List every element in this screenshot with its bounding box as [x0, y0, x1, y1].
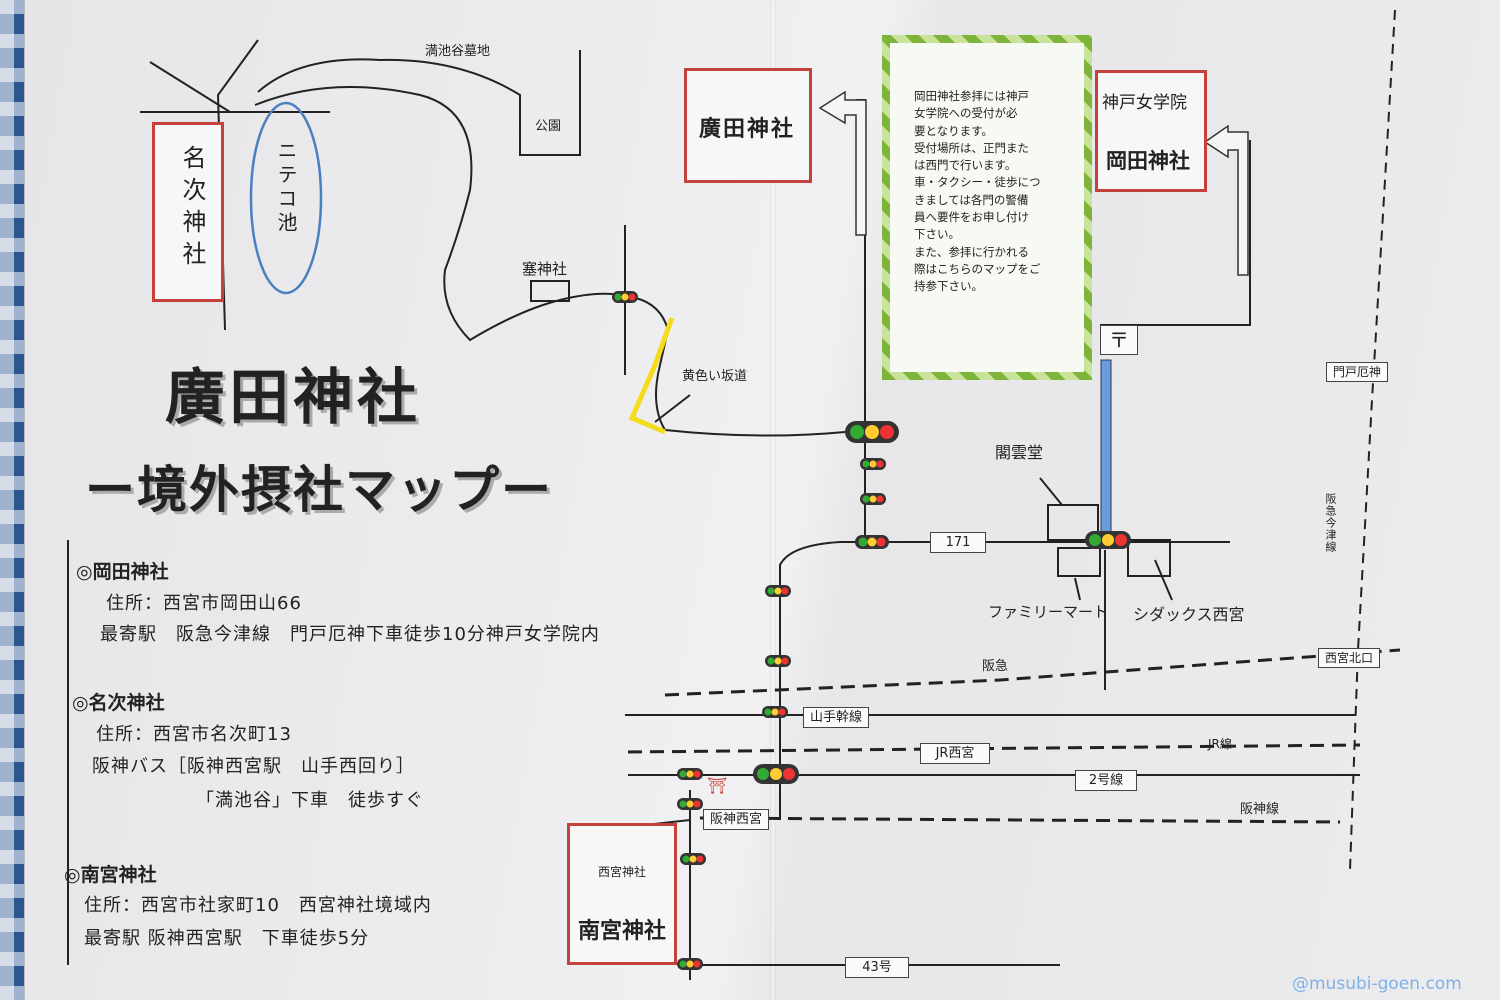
arrow-okada — [1203, 124, 1249, 276]
pond-ellipse — [249, 101, 323, 295]
nangu-info-heading: ◎南宮神社 — [64, 864, 157, 886]
nagutsu-info-heading: ◎名次神社 — [72, 692, 165, 714]
leader-sidax — [1154, 559, 1173, 601]
building-sidax — [1127, 539, 1171, 577]
pond-label: ニテコ池 — [274, 140, 298, 236]
hankyu-label: 阪急 — [982, 659, 1009, 674]
blue-road — [1100, 359, 1112, 533]
imazu-line-label: 阪急今津線 — [1324, 493, 1337, 553]
nagutsu-info-address: 住所：西宮市名次町13 — [96, 724, 292, 745]
nagutsu-shrine-box: 名次神社 — [152, 122, 224, 302]
torii-icon: ⛩ — [707, 776, 728, 795]
cemetery-label: 満池谷墓地 — [425, 44, 491, 59]
imazu-line — [1349, 9, 1396, 871]
nagutsu-shrine-label: 名次神社 — [178, 145, 206, 273]
nagutsu-info-access1: 阪神バス［阪神西宮駅 山手西回り］ — [92, 756, 415, 777]
sai-shrine-label: 塞神社 — [522, 260, 568, 278]
post-office-icon: 〒 — [1100, 325, 1138, 355]
nangu-shrine-label: 南宮神社 — [578, 919, 667, 944]
okada-info-address: 住所：西宮市岡田山66 — [106, 593, 302, 614]
hirota-shrine-box: 廣田神社 — [684, 68, 812, 183]
route-43-tag: 43号 — [845, 957, 909, 978]
kaku-undo-label: 閣雲堂 — [995, 443, 1044, 462]
leader-family-mart — [1074, 577, 1081, 601]
kobe-college-label: 神戸女学院 — [1102, 93, 1187, 113]
yellow-slope — [628, 317, 675, 435]
sidax-label: シダックス西宮 — [1133, 605, 1245, 624]
nishinomiya-shrine-label: 西宮神社 — [598, 865, 647, 879]
nangu-info-access: 最寄駅 阪神西宮駅 下車徒歩5分 — [84, 928, 370, 949]
arrow-hirota — [818, 90, 867, 236]
park-label: 公園 — [535, 119, 562, 134]
watermark: @musubi-goen.com — [1292, 974, 1462, 994]
monto-yakujin-tag: 門戸厄神 — [1326, 362, 1389, 382]
nangu-info-address: 住所：西宮市社家町10 西宮神社境域内 — [84, 895, 432, 916]
yellow-slope-label: 黄色い坂道 — [682, 369, 748, 384]
nagutsu-info-access2: 「満池谷」下車 徒歩すぐ — [196, 790, 424, 811]
page-title: 廣田神社 — [165, 363, 421, 433]
leader-kaku-undo — [1039, 477, 1063, 506]
hanshin-line-label: 阪神線 — [1240, 802, 1280, 817]
okada-info-heading: ◎岡田神社 — [76, 561, 169, 583]
paper-fold — [770, 0, 776, 1000]
road-top-left-1 — [149, 61, 231, 113]
route-2-tag: 2号線 — [1075, 770, 1137, 791]
okada-shrine-box: 神戸女学院 岡田神社 — [1095, 70, 1207, 192]
page-subtitle: ー境外摂社マップー — [85, 460, 553, 519]
building-kaku-undo — [1047, 504, 1099, 541]
nangu-shrine-box: 西宮神社 南宮神社 — [567, 823, 677, 965]
building-family-mart — [1057, 547, 1101, 577]
hanshin-line — [699, 816, 1341, 824]
hirota-shrine-label: 廣田神社 — [699, 117, 796, 142]
jr-line — [627, 743, 1361, 754]
okada-shrine-label: 岡田神社 — [1106, 149, 1190, 173]
jr-nishinomiya-tag: JR西宮 — [920, 743, 990, 764]
hankyu-line — [664, 648, 1401, 697]
notice-text: 岡田神社参拝には神戸 女学院への受付が必 要となります。 受付場所は、正門また … — [914, 89, 1041, 294]
jr-line-label: JR線 — [1208, 737, 1232, 751]
nishinomiya-kitaguchi-tag: 西宮北口 — [1318, 648, 1381, 668]
hanshin-nishinomiya-tag: 阪神西宮 — [703, 809, 770, 830]
leader-slope — [654, 394, 691, 423]
building-sai — [530, 280, 570, 302]
family-mart-label: ファミリーマート — [988, 603, 1109, 621]
road-okada — [1220, 140, 1251, 326]
yamate-tag: 山手幹線 — [803, 707, 870, 728]
road-cemetery-loop — [257, 50, 581, 156]
okada-info-access: 最寄駅 阪急今津線 門戸厄神下車徒歩10分神戸女学院内 — [100, 624, 600, 645]
road-171 — [779, 541, 1230, 650]
notice-frame — [882, 35, 1092, 380]
traffic-lights — [612, 291, 1131, 970]
route-171-tag: 171 — [930, 532, 986, 553]
